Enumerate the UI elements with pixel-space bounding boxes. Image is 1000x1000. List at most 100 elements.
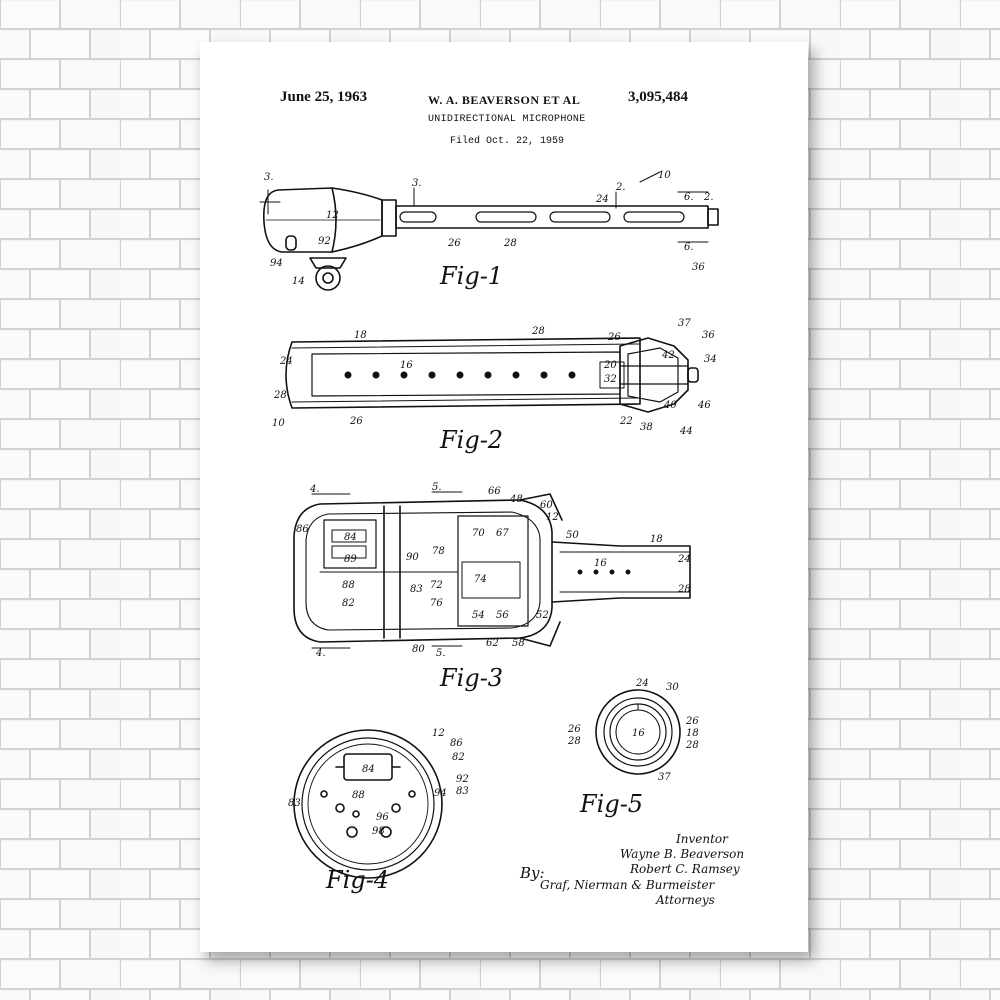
reference-numeral: 84: [344, 532, 357, 543]
reference-numeral: 36: [692, 262, 705, 273]
reference-numeral: 58: [512, 638, 525, 649]
reference-numeral: 78: [432, 546, 445, 557]
fig-5-label: Fig-5: [579, 790, 643, 818]
reference-numeral: 2.: [615, 182, 626, 193]
reference-numeral: 46: [697, 400, 711, 411]
reference-numeral: 6.: [684, 242, 694, 253]
reference-numeral: 16: [400, 360, 413, 371]
reference-numeral: 18: [686, 728, 699, 739]
reference-numeral: 5.: [432, 482, 442, 493]
reference-numeral: 4.: [309, 484, 320, 495]
reference-numeral: 40: [663, 400, 677, 411]
figure-5-drawing: [595, 689, 681, 775]
reference-numeral: 12: [546, 512, 559, 523]
reference-numeral: 26: [447, 238, 461, 249]
reference-numeral: 83: [410, 584, 423, 595]
reference-numeral: 42: [661, 350, 675, 361]
reference-numeral: 4.: [315, 648, 326, 659]
reference-numeral: 86: [450, 738, 463, 749]
reference-numeral: 38: [640, 422, 653, 433]
reference-numeral: 28: [677, 584, 691, 595]
reference-numeral: 72: [430, 580, 443, 591]
reference-numeral: 32: [604, 374, 617, 385]
reference-numeral: 18: [354, 330, 367, 341]
inventor-label: Inventor: [676, 832, 728, 846]
reference-numeral: 92: [318, 236, 331, 247]
reference-numeral: 6.: [684, 192, 694, 203]
reference-numeral: 48: [509, 494, 523, 505]
reference-numeral: 66: [488, 486, 501, 497]
reference-numeral: 86: [296, 524, 309, 535]
reference-numeral: 70: [472, 528, 485, 539]
reference-numeral: 28: [531, 326, 545, 337]
inventor-name-1: Wayne B. Beaverson: [620, 847, 745, 861]
reference-numeral: 92: [456, 774, 469, 785]
reference-numeral: 28: [503, 238, 517, 249]
reference-numeral: 24: [595, 194, 609, 205]
attorneys-label: Attorneys: [656, 893, 715, 907]
patent-date: June 25, 1963: [280, 89, 368, 105]
reference-numeral: 96: [376, 812, 389, 823]
reference-numeral: 83: [456, 786, 469, 797]
patent-poster: June 25, 1963 W. A. BEAVERSON ET AL 3,09…: [200, 42, 808, 952]
reference-numeral: 88: [342, 580, 355, 591]
reference-numeral: 16: [632, 728, 645, 739]
reference-numeral: 10: [272, 418, 285, 429]
reference-numeral: 28: [273, 390, 287, 401]
reference-numeral: 84: [362, 764, 375, 775]
reference-numeral: 76: [430, 598, 443, 609]
reference-numeral: 26: [349, 416, 363, 427]
fig-3-label: Fig-3: [439, 664, 503, 692]
reference-numeral: 26: [685, 716, 699, 727]
reference-numeral: 90: [406, 552, 419, 563]
reference-numeral: 3.: [264, 172, 274, 183]
patent-author: W. A. BEAVERSON ET AL: [428, 93, 581, 107]
fig-4-reference-numerals: 12 86 82 84 92 83 94 83 88 96 98: [288, 728, 469, 837]
reference-numeral: 28: [685, 740, 699, 751]
reference-numeral: 88: [352, 790, 365, 801]
reference-numeral: 37: [678, 318, 691, 329]
reference-numeral: 12: [326, 210, 339, 221]
reference-numeral: 89: [344, 554, 357, 565]
reference-numeral: 34: [704, 354, 717, 365]
reference-numeral: 3.: [412, 178, 422, 189]
reference-numeral: 14: [292, 276, 305, 287]
patent-drawing: Fig-1 Fig-2 Fig-3 Fig-4 Fig-5 3. 12 92 9…: [259, 170, 719, 894]
reference-numeral: 74: [474, 574, 487, 585]
reference-numeral: 20: [603, 360, 617, 371]
patent-title: UNIDIRECTIONAL MICROPHONE: [428, 114, 586, 125]
reference-numeral: 24: [677, 554, 691, 565]
reference-numeral: 56: [496, 610, 509, 621]
by-label: By:: [520, 864, 545, 882]
fig-4-label: Fig-4: [325, 866, 389, 894]
reference-numeral: 16: [594, 558, 607, 569]
figure-2-drawing: [285, 337, 699, 413]
figure-3-drawing: [293, 491, 691, 649]
reference-numeral: 18: [650, 534, 663, 545]
reference-numeral: 28: [567, 736, 581, 747]
reference-numeral: 26: [607, 332, 621, 343]
reference-numeral: 54: [472, 610, 485, 621]
reference-numeral: 44: [679, 426, 693, 437]
fig-2-label: Fig-2: [439, 426, 503, 454]
reference-numeral: 82: [452, 752, 465, 763]
fig-3-reference-numerals: 4. 5. 66 48 60 12 86 84 89 90 78 70 67 5…: [296, 482, 691, 659]
reference-numeral: 67: [496, 528, 509, 539]
reference-numeral: 22: [619, 416, 633, 427]
reference-numeral: 2.: [703, 192, 714, 203]
reference-numeral: 24: [279, 356, 293, 367]
filed-date: Filed Oct. 22, 1959: [450, 136, 565, 147]
reference-numeral: 30: [666, 682, 679, 693]
reference-numeral: 10: [658, 170, 671, 181]
reference-numeral: 37: [658, 772, 671, 783]
reference-numeral: 80: [412, 644, 425, 655]
reference-numeral: 94: [434, 788, 447, 799]
reference-numeral: 26: [567, 724, 581, 735]
reference-numeral: 98: [372, 826, 385, 837]
inventor-name-2: Robert C. Ramsey: [630, 862, 740, 876]
reference-numeral: 50: [566, 530, 579, 541]
reference-numeral: 36: [702, 330, 715, 341]
fig-1-label: Fig-1: [439, 262, 503, 290]
reference-numeral: 94: [270, 258, 283, 269]
figure-1-drawing: [259, 171, 719, 291]
